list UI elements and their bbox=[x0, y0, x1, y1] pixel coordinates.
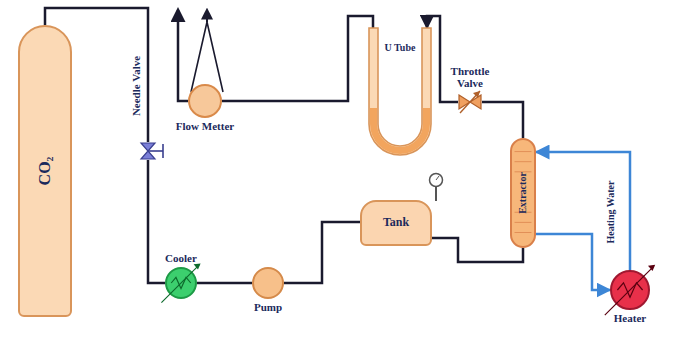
pressure-gauge bbox=[430, 174, 443, 187]
pump: Pump bbox=[252, 267, 284, 299]
gas-cylinder: CO₂ bbox=[18, 25, 72, 317]
exchanger-arrow bbox=[161, 265, 199, 303]
u-tube-liquid bbox=[370, 108, 430, 154]
component-label: Tank bbox=[383, 216, 409, 230]
gauge-needle bbox=[436, 176, 439, 180]
component-label: Pump bbox=[254, 301, 282, 314]
extractor-rib bbox=[515, 171, 532, 172]
component-label: Throttle Valve bbox=[438, 65, 502, 90]
exchanger-arrow-head bbox=[648, 265, 655, 271]
pipe-connector bbox=[482, 102, 523, 138]
valve-body bbox=[141, 143, 155, 159]
extractor-rib bbox=[515, 222, 532, 223]
component-label: Cooler bbox=[165, 252, 197, 265]
extractor-rib bbox=[515, 232, 532, 233]
exhaust-pipe bbox=[178, 10, 188, 101]
pipe-connector bbox=[197, 282, 252, 285]
component-label: CO₂ bbox=[36, 157, 54, 186]
flow-meter: Flow Metter bbox=[188, 84, 222, 118]
valve-handle bbox=[148, 150, 163, 152]
valve-handle-bar bbox=[162, 144, 164, 158]
extractor-rib bbox=[515, 161, 532, 162]
flow-meter-cone bbox=[191, 22, 223, 92]
throttle-valve: Throttle Valve bbox=[458, 94, 482, 110]
adjust-arrow-head bbox=[473, 91, 480, 98]
gauge-stem bbox=[435, 186, 437, 201]
adjust-arrow bbox=[460, 91, 480, 113]
heater-shape bbox=[612, 272, 648, 308]
component-label: Heater bbox=[614, 312, 646, 325]
pipe-connector bbox=[536, 152, 630, 270]
tank: Tank bbox=[360, 200, 432, 246]
pipe-connector bbox=[222, 16, 373, 101]
pipe-connector bbox=[536, 234, 610, 290]
extractor: Extractor bbox=[510, 138, 536, 248]
component-label: U Tube bbox=[385, 42, 416, 54]
extractor-rib bbox=[515, 151, 532, 152]
cooler-shape bbox=[167, 269, 195, 297]
needle-valve-shape bbox=[140, 142, 156, 160]
pipe-connector bbox=[432, 238, 523, 262]
needle-valve: Needle Valve bbox=[140, 142, 156, 160]
throttle-valve-shape bbox=[458, 94, 482, 110]
u-tube-body bbox=[369, 28, 431, 155]
component-label: Extractor bbox=[517, 172, 529, 214]
exchanger-arrow bbox=[605, 267, 654, 316]
pipe-connector bbox=[284, 222, 360, 283]
heater: Heater bbox=[610, 270, 650, 310]
flow-label: Heating Water bbox=[605, 179, 617, 246]
pipe-connector bbox=[148, 160, 165, 283]
cooler: Cooler bbox=[165, 267, 197, 299]
component-label: Flow Metter bbox=[174, 120, 236, 133]
component-label: Needle Valve bbox=[130, 56, 143, 116]
cone-outlet bbox=[206, 10, 208, 22]
u-tube: U Tube bbox=[368, 28, 432, 156]
